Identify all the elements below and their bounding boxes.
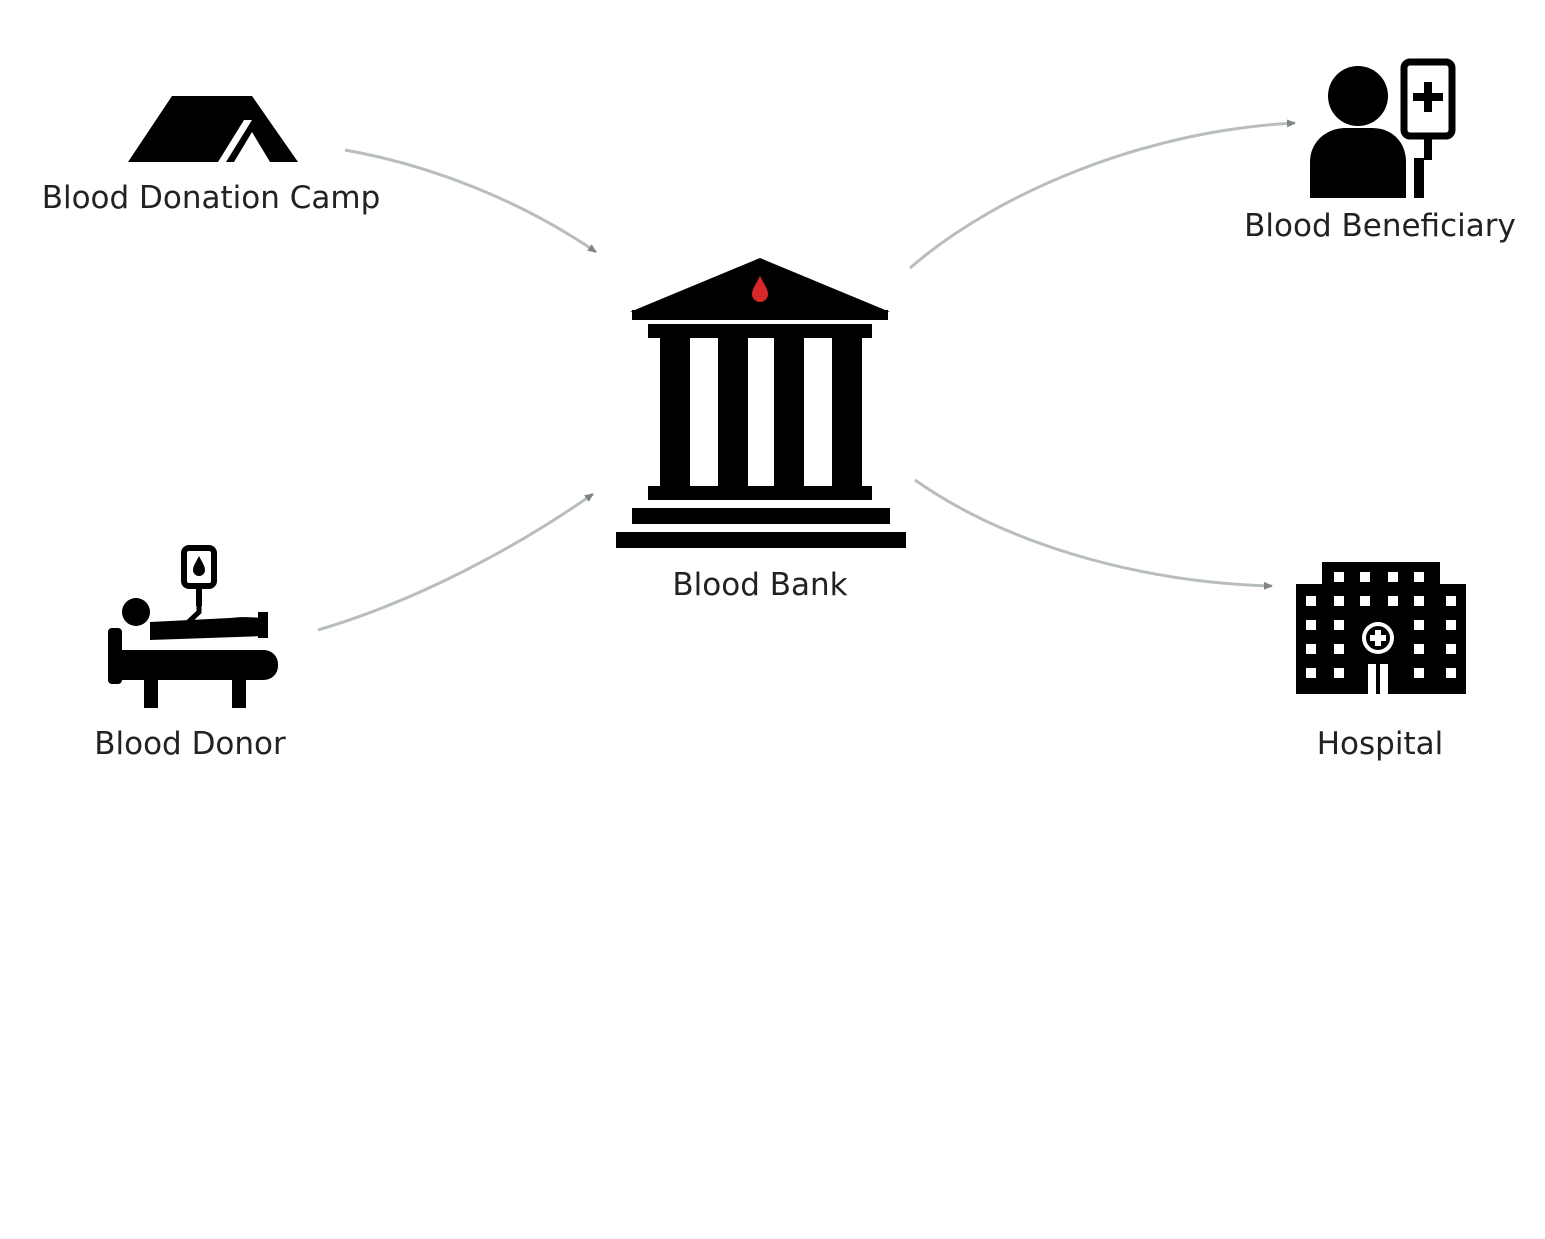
node-label-hospital: Hospital [1316,726,1444,762]
node-label-blood-beneficiary: Blood Beneficiary [1244,208,1516,244]
node-label-blood-donation-camp: Blood Donation Camp [41,180,381,216]
hospital-building-icon [1296,562,1466,694]
donor-bed-icon [108,545,278,708]
edge-bank-to-hospital [914,478,1273,590]
edge-donor-to-bank [317,492,594,632]
bank-building-icon [616,258,906,548]
node-label-blood-bank: Blood Bank [672,567,848,603]
blood-drop-icon [752,276,768,302]
node-label-blood-donor: Blood Donor [94,726,286,762]
patient-iv-icon [1310,58,1456,198]
edge-camp-to-bank [344,148,597,254]
edge-bank-to-beneficiary [909,119,1296,270]
tent-icon [128,96,298,162]
